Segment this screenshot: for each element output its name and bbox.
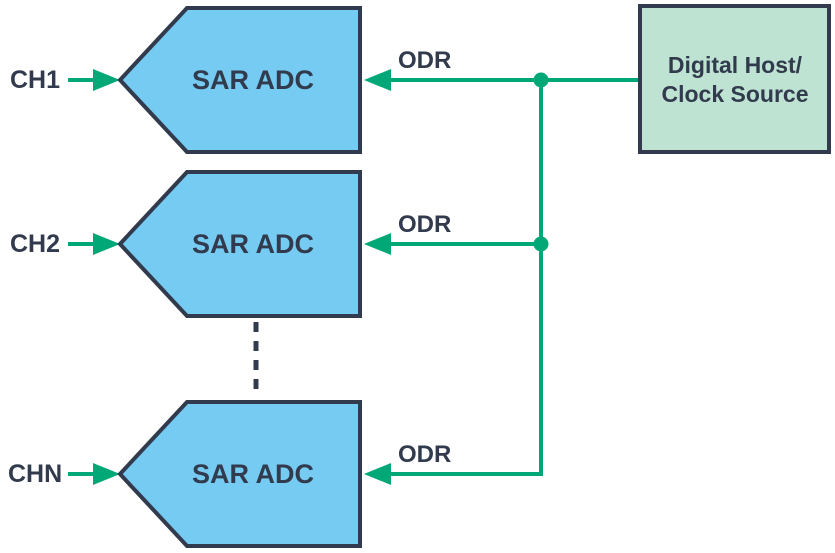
digital-host-label-line1: Digital Host/: [668, 52, 803, 78]
junction-dot: [533, 72, 549, 88]
input-arrowhead-icon: [93, 233, 120, 255]
channel-row-n: CHN SAR ADC ODR: [8, 400, 451, 548]
channel-input-label: CHN: [8, 460, 62, 488]
sar-adc-label: SAR ADC: [192, 65, 314, 95]
channel-input-label: CH2: [10, 230, 60, 258]
junction-dot: [533, 236, 549, 252]
digital-host-label-line2: Clock Source: [662, 81, 809, 107]
input-arrowhead-icon: [93, 69, 120, 91]
clock-arrowhead-icon: [364, 463, 391, 485]
channel-input-label: CH1: [10, 66, 60, 94]
sar-adc-block: [117, 6, 362, 154]
channel-row-2: CH2 SAR ADC ODR: [10, 170, 541, 318]
clock-arrowhead-icon: [364, 69, 391, 91]
digital-host-block: Digital Host/ Clock Source: [638, 4, 831, 154]
sar-adc-block: [117, 170, 362, 318]
clock-trunk-line: [390, 80, 543, 476]
sar-adc-label: SAR ADC: [192, 229, 314, 259]
channel-row-1: CH1 SAR ADC ODR: [10, 6, 638, 154]
input-arrowhead-icon: [93, 463, 120, 485]
sar-adc-label: SAR ADC: [192, 459, 314, 489]
odr-label: ODR: [398, 441, 451, 468]
sar-adc-block: [117, 400, 362, 548]
odr-label: ODR: [398, 47, 451, 74]
clock-arrowhead-icon: [364, 233, 391, 255]
digital-host-box: [638, 4, 831, 154]
odr-label: ODR: [398, 211, 451, 238]
